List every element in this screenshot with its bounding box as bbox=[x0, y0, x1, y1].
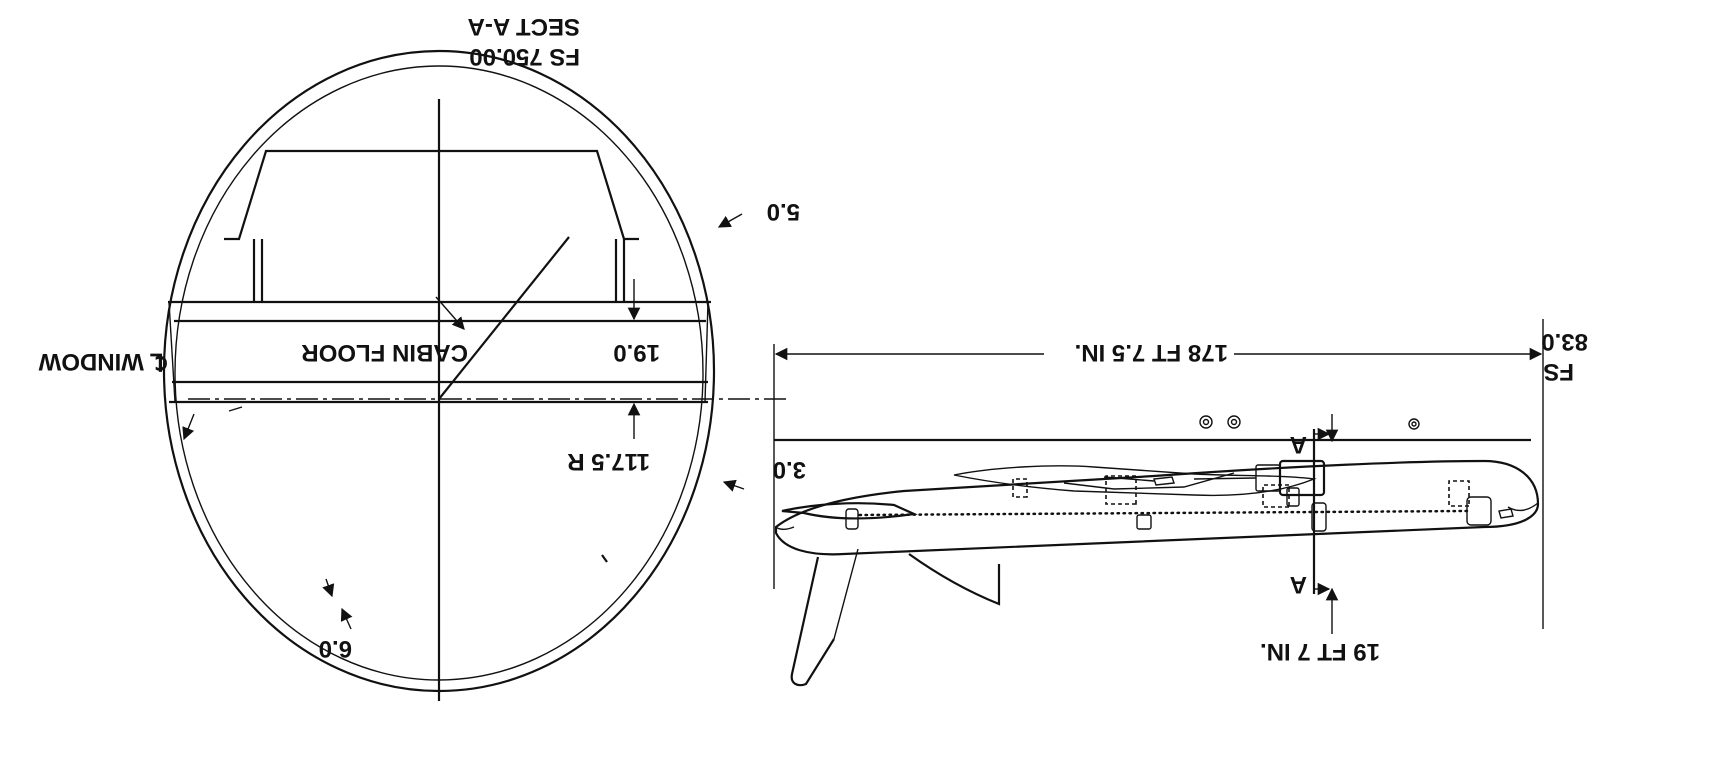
overall-length-label-bg bbox=[1044, 337, 1234, 369]
lower-skin-joint bbox=[601, 554, 608, 563]
cabin-floor-leader bbox=[435, 296, 465, 330]
tail-root bbox=[833, 548, 859, 640]
radius-label: 117.5 R bbox=[567, 448, 650, 475]
window-leader bbox=[182, 413, 195, 441]
bottom-thickness-leader-inner bbox=[322, 578, 335, 598]
aft-cargo-door bbox=[1012, 478, 1028, 498]
window-label: ℄ WINDOW bbox=[38, 348, 167, 375]
overall-length-label: 178 FT 7.5 IN. bbox=[1075, 339, 1228, 366]
cabin-floor-label: CABIN FLOOR bbox=[301, 339, 468, 366]
section-station-label: FS 750.00 bbox=[469, 43, 580, 70]
side-thickness-leader bbox=[722, 479, 745, 492]
section-title: SECT A-A bbox=[468, 13, 580, 40]
nose-station-label-fs: FS bbox=[1543, 358, 1574, 385]
cut-mark-bottom: A bbox=[1290, 571, 1307, 598]
engine-nacelle bbox=[1103, 459, 1326, 497]
upper-frame bbox=[224, 149, 639, 302]
cockpit-windows bbox=[1498, 508, 1514, 519]
side-thickness-label: 3.0 bbox=[773, 456, 806, 483]
aircraft-side-profile bbox=[773, 319, 1544, 687]
wing-leading-edge bbox=[1063, 472, 1235, 490]
window-belt-marker bbox=[1286, 487, 1300, 507]
rear-cargo-fairing bbox=[908, 553, 1001, 606]
mid-cargo-door bbox=[1105, 475, 1137, 505]
wing-planform bbox=[953, 465, 1317, 497]
forward-cargo-door bbox=[1448, 480, 1470, 507]
fuselage-ports bbox=[1199, 415, 1420, 430]
horizontal-stabilizer bbox=[781, 502, 918, 520]
cut-mark-top: A bbox=[1290, 431, 1307, 458]
forward-passenger-door bbox=[1466, 496, 1492, 526]
top-thickness-leader bbox=[717, 213, 743, 228]
vertical-tail bbox=[790, 556, 835, 687]
radius-leader bbox=[438, 236, 570, 400]
window-belt bbox=[857, 509, 1469, 517]
fuselage-cross-section bbox=[162, 49, 786, 701]
fuselage-outline bbox=[774, 459, 1540, 556]
window-centerline-tick bbox=[228, 406, 243, 412]
mid-exit-small bbox=[1136, 514, 1152, 530]
bottom-thickness-leader-outer bbox=[340, 607, 353, 630]
floor-depth-label: 19.0 bbox=[613, 339, 660, 366]
top-thickness-label: 5.0 bbox=[767, 198, 800, 225]
nose-station-label-value: 83.0 bbox=[1541, 328, 1588, 355]
nose-cone bbox=[1507, 502, 1539, 512]
bottom-thickness-label: 6.0 bbox=[319, 635, 352, 662]
aft-passenger-door bbox=[845, 508, 859, 530]
tail-cone bbox=[775, 526, 795, 530]
overwing-exit bbox=[1311, 502, 1327, 532]
forward-service-door bbox=[1262, 484, 1290, 508]
section-length-label: 19 FT 7 IN. bbox=[1260, 638, 1380, 665]
